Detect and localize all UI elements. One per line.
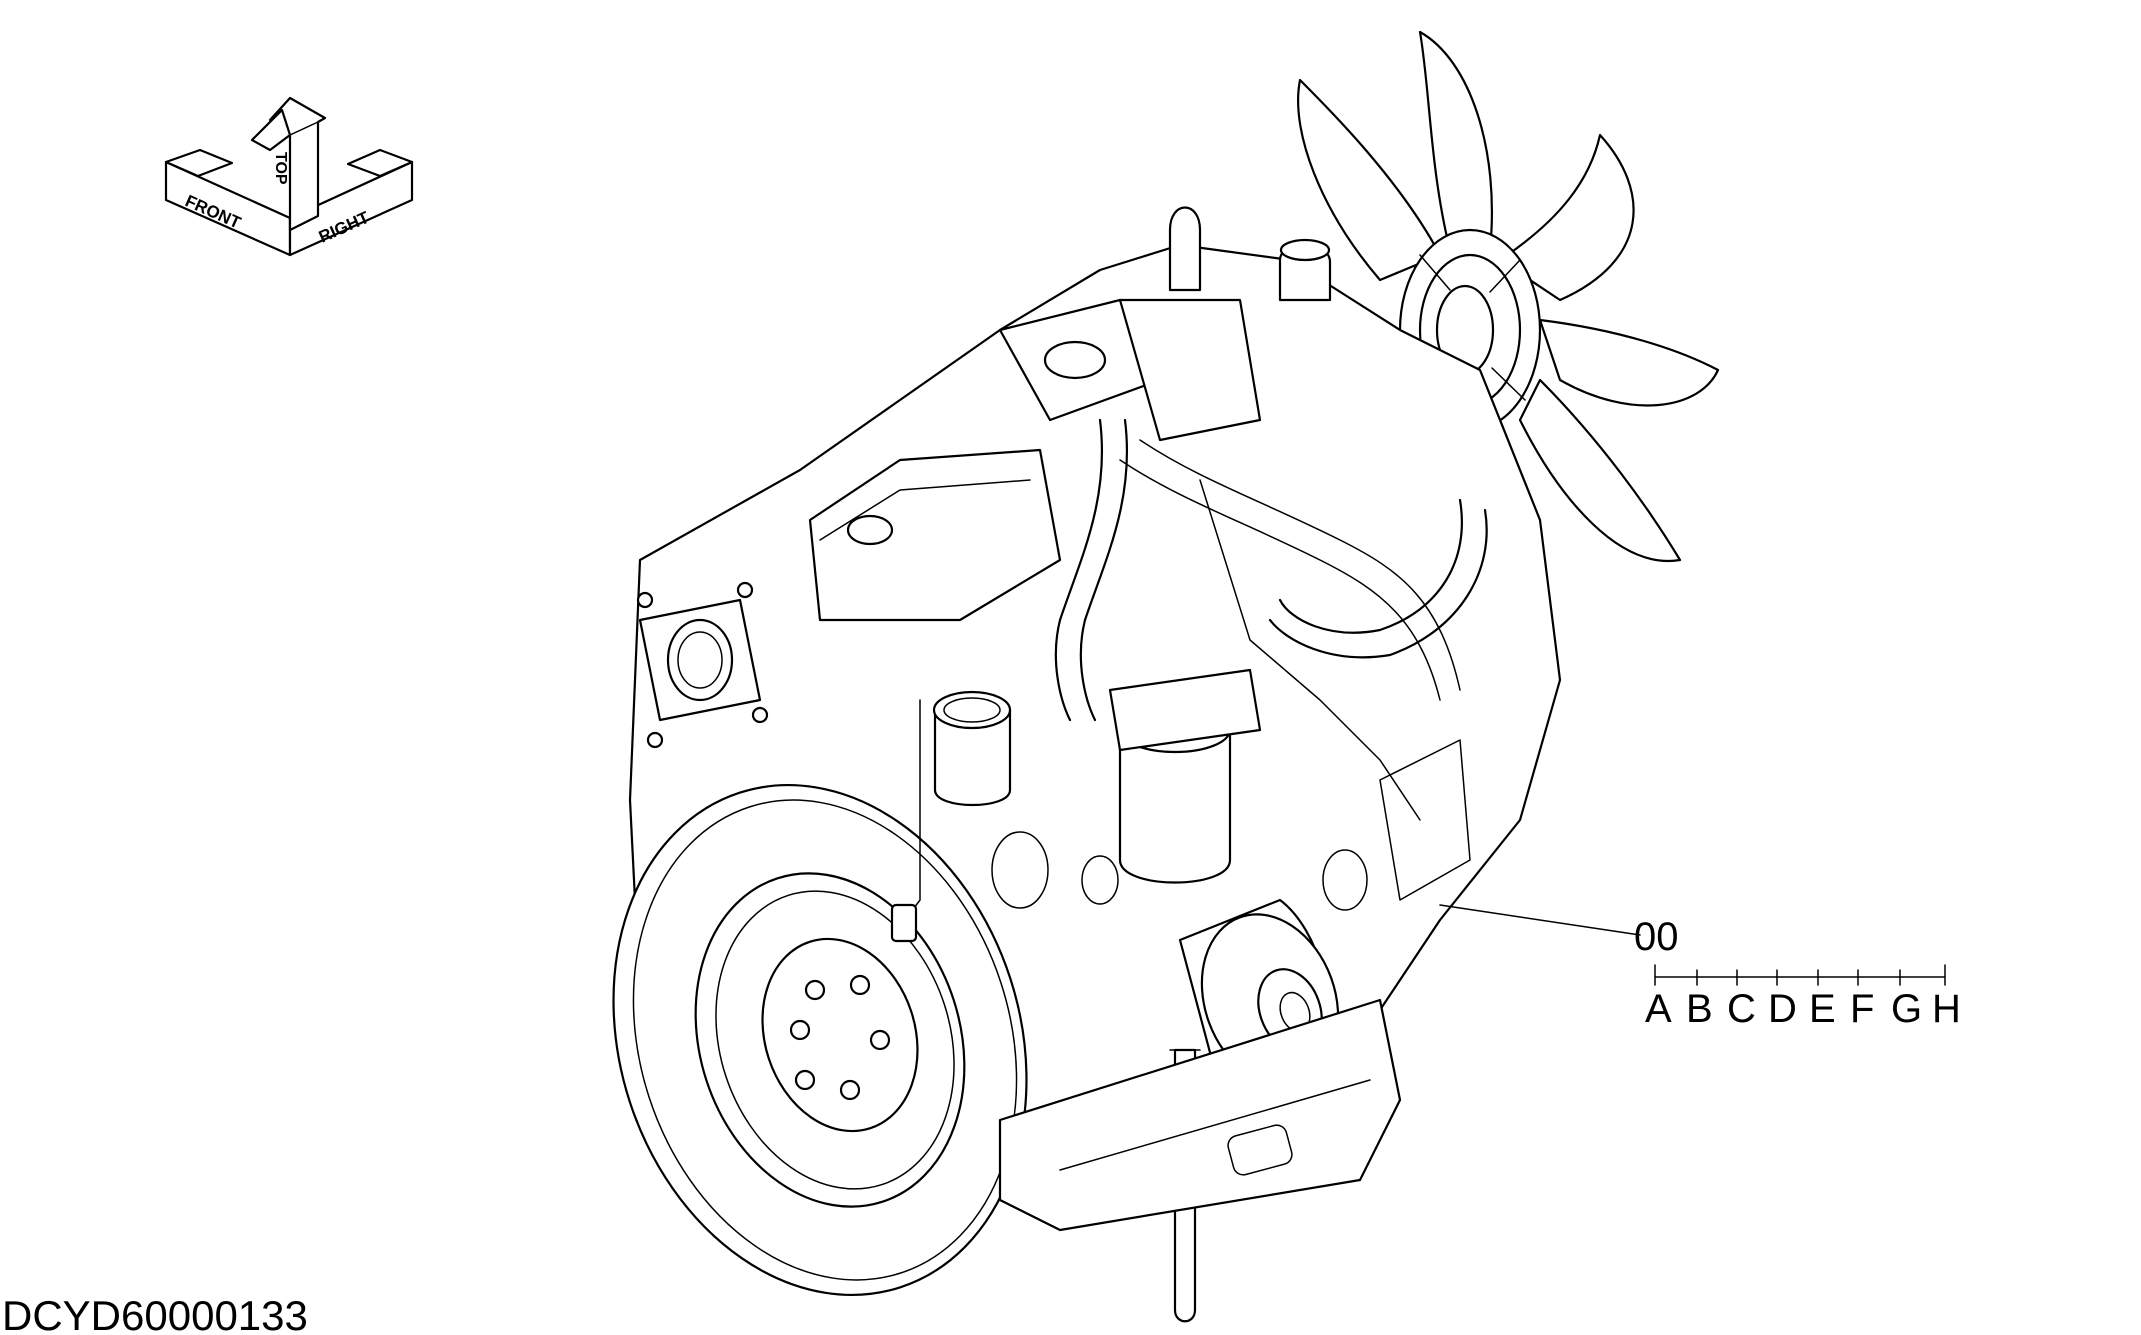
engine-assembly-drawing — [612, 30, 1720, 1323]
variant-letter-d: D — [1768, 987, 1797, 1031]
variant-letter-h: H — [1932, 987, 1961, 1031]
valve-cover — [808, 298, 1262, 622]
variant-letter-e: E — [1809, 987, 1836, 1031]
cooling-fan — [1297, 30, 1720, 602]
callout-part-number: 00 — [1634, 915, 1679, 959]
variant-letter-c: C — [1727, 987, 1756, 1031]
water-outlet — [932, 690, 1012, 806]
flywheel-housing — [612, 784, 1028, 1296]
orientation-indicator: FRONT TOP RIGHT — [164, 96, 414, 257]
orientation-top-label: TOP — [272, 152, 289, 185]
variant-letter-b: B — [1686, 987, 1713, 1031]
variant-letter-a: A — [1645, 987, 1672, 1031]
drawing-id: DCYD60000133 — [2, 1292, 308, 1335]
exhaust-flange — [636, 581, 769, 749]
variant-letter-f: F — [1850, 987, 1874, 1031]
fuel-filter — [1108, 668, 1262, 884]
variant-letter-g: G — [1891, 987, 1922, 1031]
